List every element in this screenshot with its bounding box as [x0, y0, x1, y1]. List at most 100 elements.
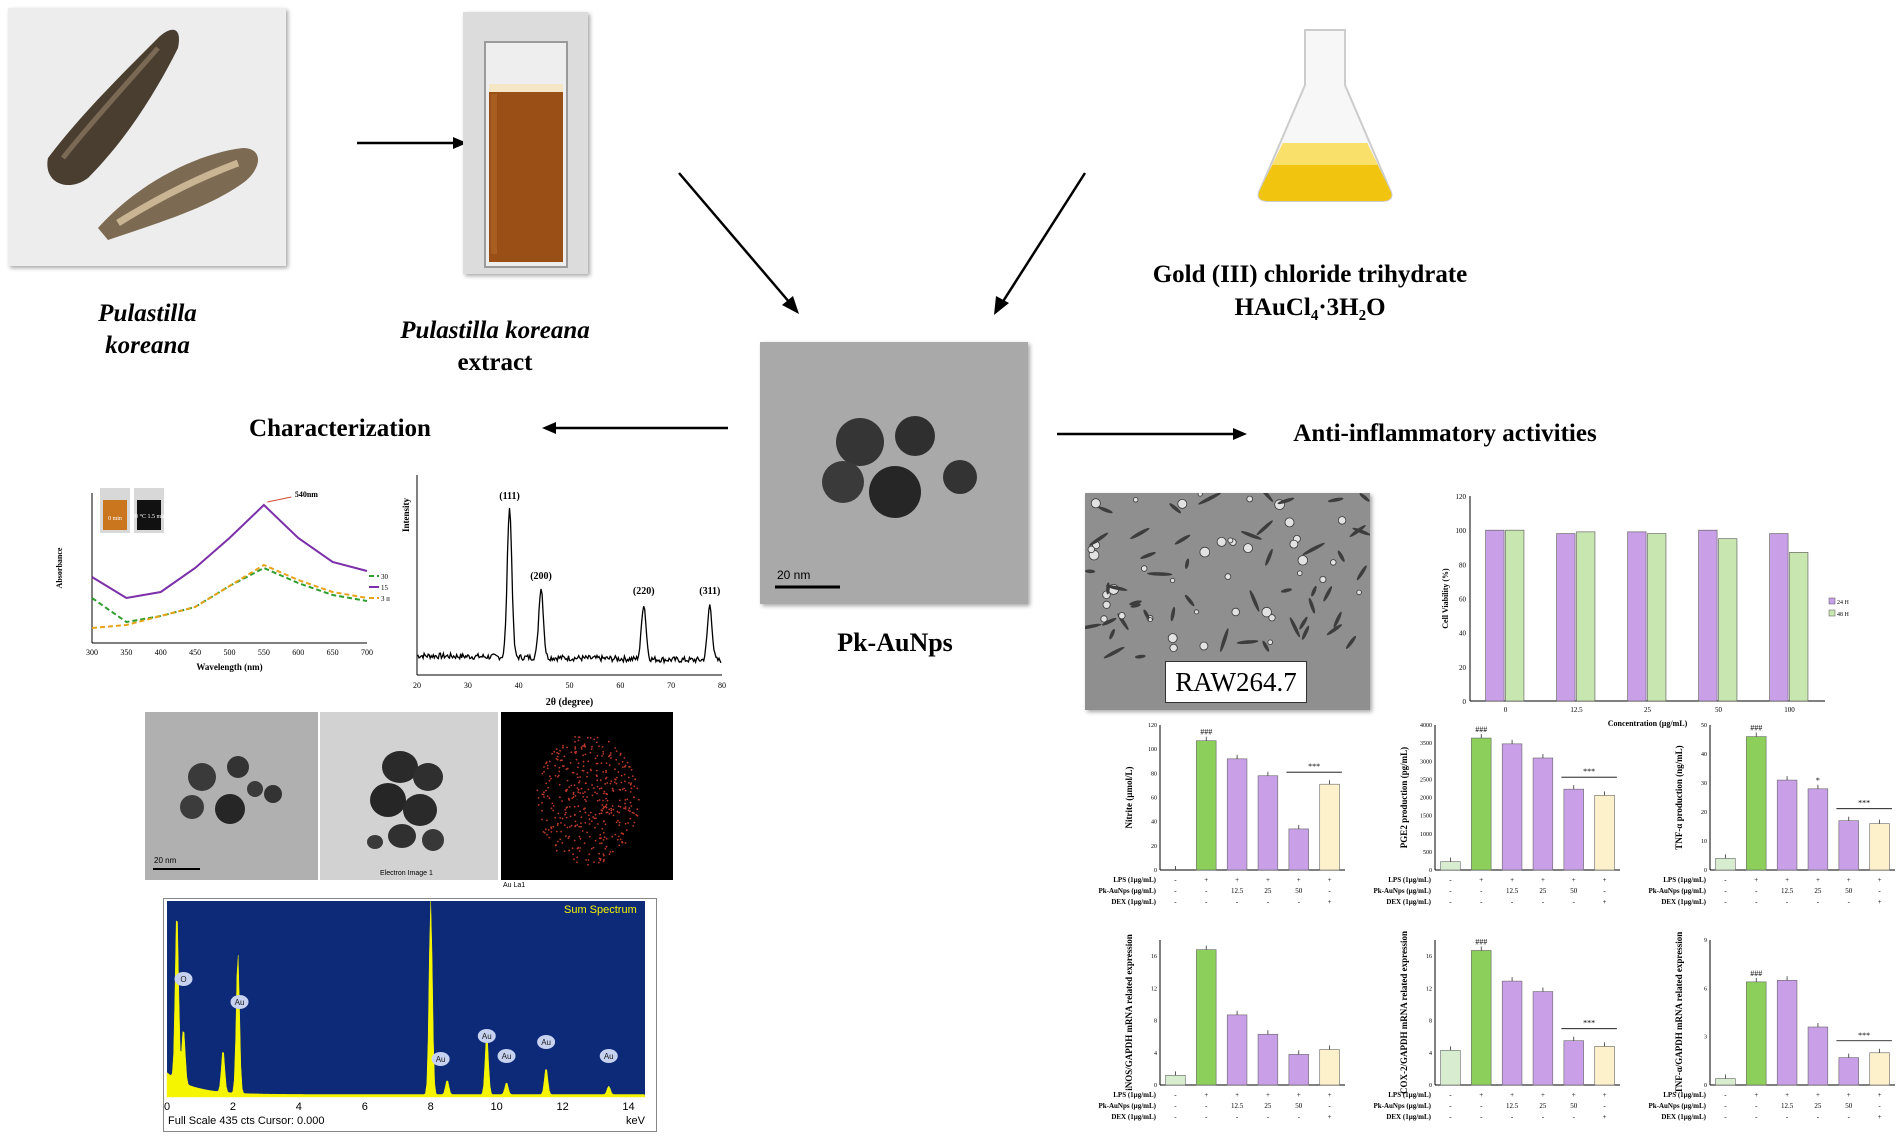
cell [1134, 654, 1146, 659]
arrow-right-icon [357, 137, 467, 149]
eds-map-dot [602, 860, 605, 863]
eds-map-dot [608, 764, 611, 767]
eds-map-dot [605, 806, 608, 809]
anti-title: Anti-inflammatory activities [1293, 420, 1597, 447]
treatment-cell: + [1603, 898, 1607, 906]
arrow-right-icon-2 [1057, 428, 1247, 440]
treatment-row-label: LPS (1µg/mL) [1388, 1091, 1431, 1099]
panel-y-tick: 12 [1151, 986, 1157, 992]
cell [1089, 532, 1109, 546]
eds-map-dot [577, 846, 580, 849]
eds-map-dot [621, 840, 623, 843]
uv-legend-label: 15 [381, 584, 389, 592]
panel-bar [1226, 758, 1248, 871]
eds-map-dot [574, 748, 577, 750]
extract-label-line1: Pulastilla koreana [400, 317, 590, 344]
treatment-cell: 50 [1295, 1102, 1303, 1110]
eds-map-dot [580, 825, 582, 828]
treatment-cell: + [1603, 876, 1607, 884]
eds-map-dot [627, 776, 630, 779]
central-tem-image: 20 nm [760, 342, 1028, 604]
panel-ylabel: COX-2/GAPDH mRNA related expression [1399, 931, 1409, 1094]
uv-x-tick: 650 [327, 648, 339, 657]
eds-map-dot [631, 775, 634, 777]
treatment-cell: - [1755, 898, 1758, 906]
panel-y-tick: 500 [1423, 850, 1432, 856]
panel-sig-star: *** [1308, 762, 1320, 771]
tem-row-scale: 20 nm [154, 856, 177, 865]
cell [1147, 617, 1153, 622]
treatment-cell: + [1572, 876, 1576, 884]
cell [1265, 548, 1273, 566]
eds-map-dot [604, 805, 607, 808]
eds-map-dot [591, 745, 593, 748]
eds-map-dot [605, 803, 608, 806]
eds-map-dot [555, 830, 558, 833]
eds-map-dot [555, 849, 558, 852]
eds-map-dot [594, 757, 597, 760]
eds-map-dot [586, 796, 588, 798]
treatment-cell: 50 [1845, 1102, 1853, 1110]
eds-map-dot [601, 827, 604, 830]
extract-cuvette-photo [463, 12, 588, 274]
treatment-cell: - [1205, 1102, 1208, 1110]
eds-map-dot [552, 805, 555, 807]
cell [1262, 640, 1270, 652]
treatment-cell: + [1878, 876, 1882, 884]
treatment-cell: - [1480, 898, 1483, 906]
eds-map-dot [554, 816, 557, 819]
panel-bar [1440, 861, 1461, 871]
eds-map-dot [596, 762, 599, 765]
cell [1330, 559, 1337, 566]
arrow-down-right-icon [678, 172, 799, 314]
raw264-micrograph: RAW264.7 [1085, 493, 1370, 710]
eds-map-dot [566, 806, 569, 809]
panel-y-tick: 8 [1154, 1019, 1157, 1025]
eds-map-dot [592, 787, 595, 789]
uv-x-tick: 450 [189, 648, 201, 657]
treatment-cell: + [1754, 876, 1758, 884]
eds-map-dot [552, 809, 555, 812]
treatment-cell: 25 [1539, 1102, 1547, 1110]
eds-map-dot [568, 849, 571, 852]
eds-map-dot [601, 809, 603, 812]
eds-map-dot [546, 764, 549, 767]
eds-map-dot [594, 839, 597, 842]
eds-map-dot [561, 800, 563, 802]
eds-map-dot [553, 750, 556, 753]
cell [1118, 612, 1126, 620]
eds-map-dot [617, 819, 619, 822]
panel-bar [1715, 1078, 1736, 1086]
cell [1216, 537, 1227, 547]
via-bar [1576, 531, 1596, 702]
treatment-cell: - [1174, 1091, 1177, 1099]
eds-map-dot [593, 817, 596, 820]
xrd-peak-label: (220) [633, 586, 655, 597]
panel-bar [1532, 991, 1554, 1086]
eds-map-dot [630, 769, 633, 771]
treatment-cell: - [1724, 1113, 1727, 1121]
eds-map-dot [577, 762, 580, 765]
treatment-cell: - [1878, 1102, 1881, 1110]
gold-label-line1: Gold (III) chloride trihydrate [1152, 261, 1468, 288]
eds-map-dot [578, 825, 581, 828]
uv-series-line [91, 566, 368, 624]
eds-map-dot [548, 760, 551, 763]
eds-map-dot [596, 769, 598, 772]
via-x-tick: 0 [1504, 706, 1508, 714]
eds-map-dot [602, 771, 605, 773]
cell [1103, 646, 1125, 659]
treatment-cell: - [1511, 1113, 1514, 1121]
via-bar [1698, 529, 1718, 702]
eds-map-dot [568, 835, 571, 838]
cell [1170, 606, 1176, 622]
via-y-tick: 60 [1459, 596, 1467, 604]
eds-map-dot [585, 800, 588, 802]
treatment-cell: + [1816, 876, 1820, 884]
panel-bar [1838, 820, 1859, 871]
eds-map-dot [591, 784, 593, 786]
cell [1243, 543, 1253, 553]
treatment-cell: 12.5 [1781, 887, 1794, 895]
eds-map-dot [600, 842, 603, 845]
